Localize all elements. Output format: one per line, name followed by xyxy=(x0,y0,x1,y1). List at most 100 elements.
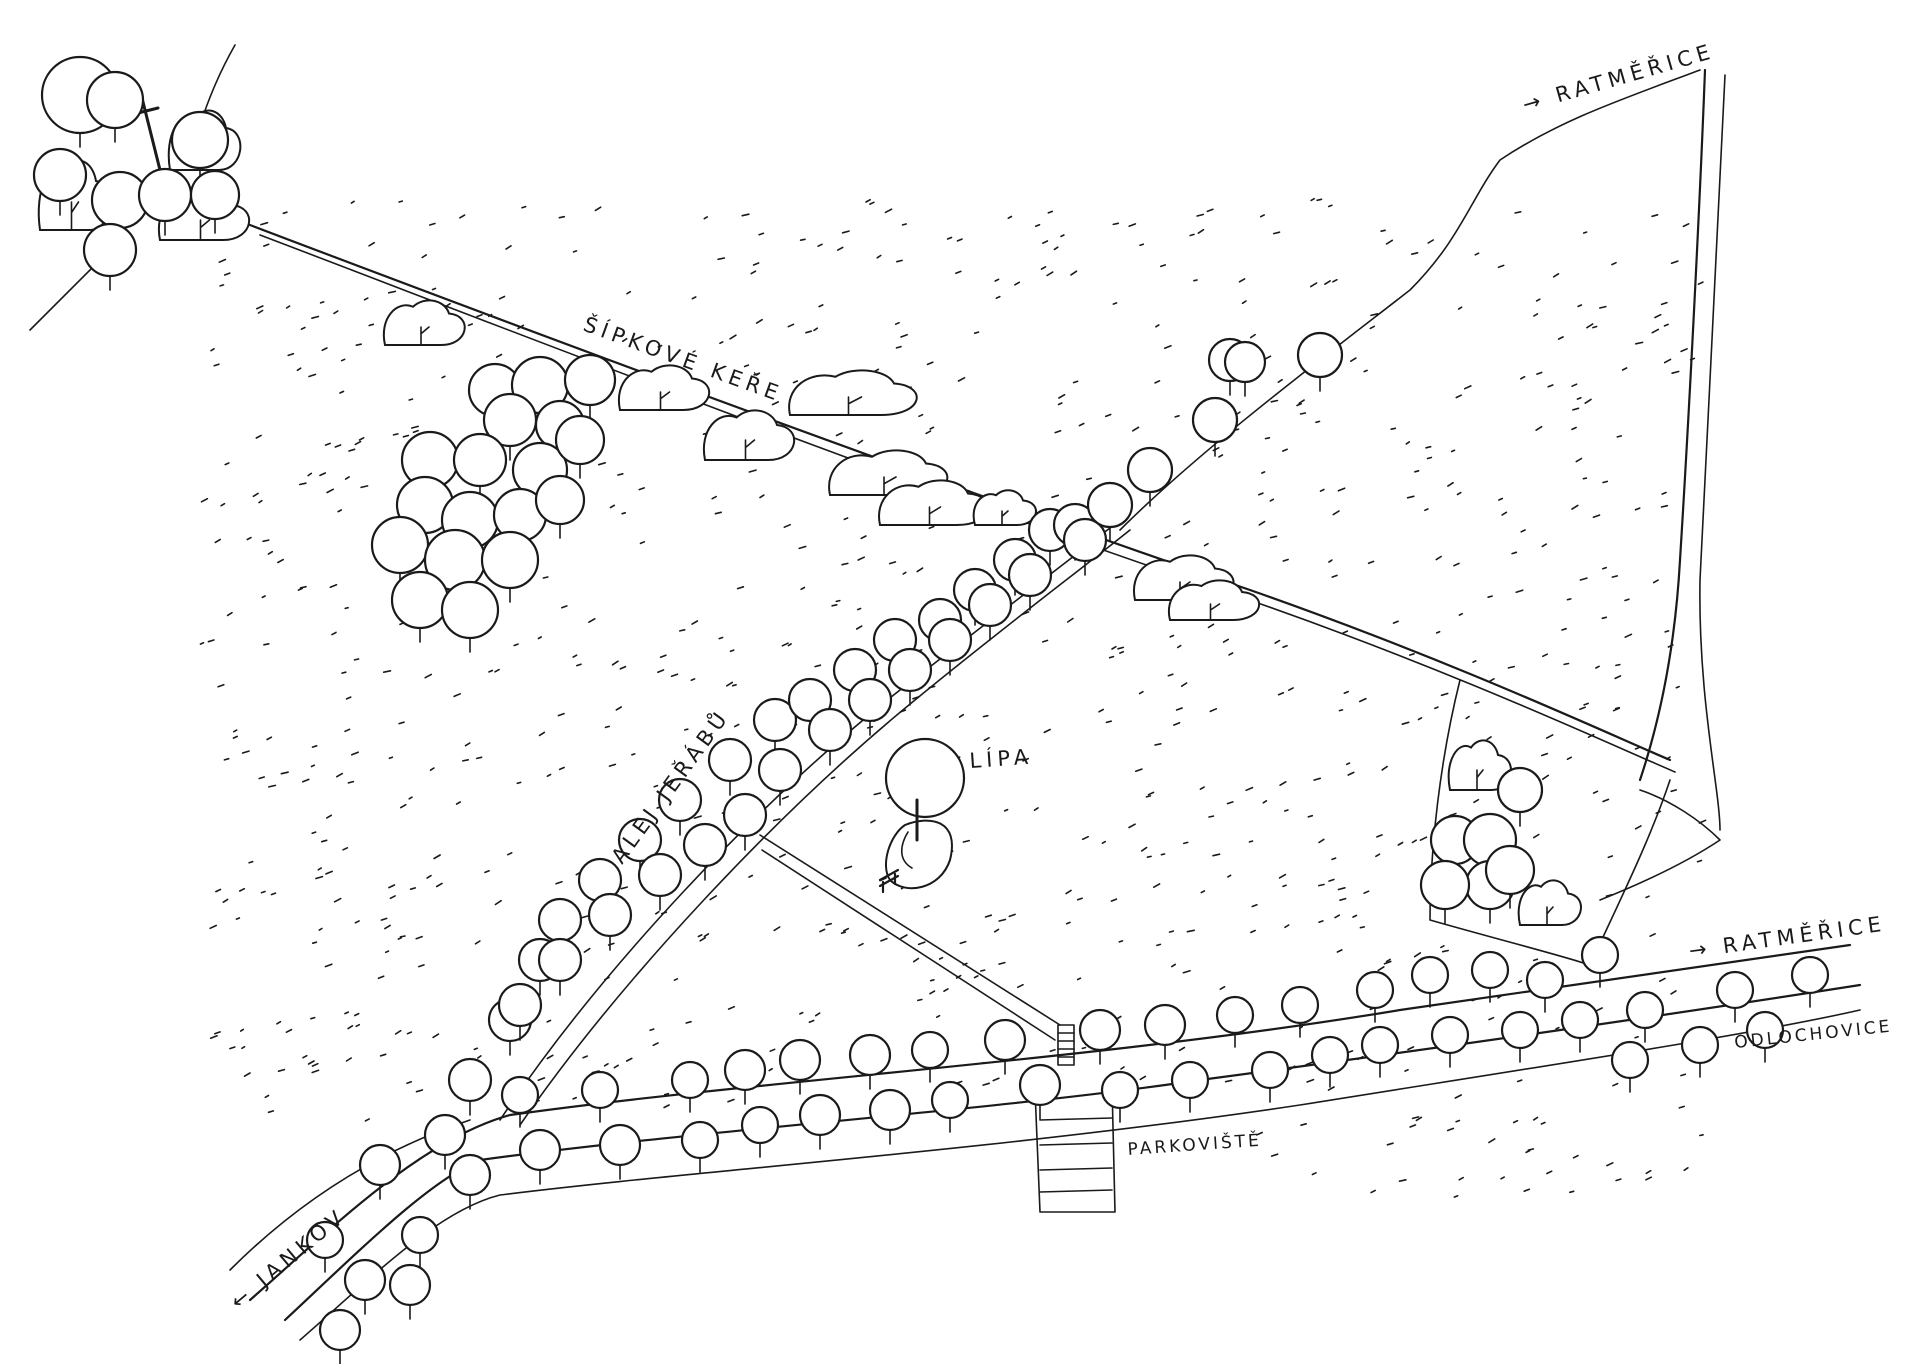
tree-icon xyxy=(580,1070,620,1123)
tree-icon xyxy=(1525,960,1565,1013)
tree-icon xyxy=(32,147,88,216)
shrub-icon xyxy=(1517,879,1582,926)
tree-icon xyxy=(798,1093,842,1150)
tree-icon xyxy=(1580,935,1620,988)
shrub-icon xyxy=(972,489,1037,526)
tree-icon xyxy=(1410,955,1450,1008)
tree-icon xyxy=(1062,517,1108,576)
tree-icon xyxy=(1296,331,1344,392)
shrub-icon xyxy=(382,299,466,346)
tree-icon xyxy=(910,1030,950,1083)
tree-icon xyxy=(967,582,1013,641)
tree-icon xyxy=(534,474,586,539)
rowan-alley-path-edge xyxy=(519,529,1131,1126)
tree-icon xyxy=(480,530,540,603)
tree-icon xyxy=(1007,552,1053,611)
tree-icon xyxy=(1500,1010,1540,1063)
tree-icon xyxy=(680,1120,720,1173)
tree-icon xyxy=(807,707,853,766)
label-ratmerice-top: → RATMĚŘICE xyxy=(1519,38,1717,117)
tree-icon xyxy=(887,647,933,706)
tree-icon xyxy=(752,697,798,756)
tree-icon xyxy=(1143,1003,1187,1060)
tree-icon xyxy=(868,1088,912,1145)
tree-icon xyxy=(370,515,430,588)
shrub-icon xyxy=(788,369,918,416)
tree-icon xyxy=(1419,859,1471,924)
label-jankov: ← JANKOV xyxy=(226,1203,351,1314)
shrub-icon xyxy=(617,364,710,411)
parking-lot-outline xyxy=(1034,1084,1116,1213)
tree-icon xyxy=(390,570,450,643)
tree-icon xyxy=(682,822,728,881)
tree-icon xyxy=(1610,1040,1650,1093)
tree-icon xyxy=(927,617,973,676)
tree-icon xyxy=(305,1220,345,1273)
steps-icon xyxy=(1057,1024,1075,1066)
tree-icon xyxy=(1078,1008,1122,1065)
tree-icon xyxy=(778,1038,822,1095)
tree-icon xyxy=(452,432,508,501)
tree-icon xyxy=(1280,985,1320,1038)
field-boundary-right-inner xyxy=(1699,74,1726,831)
tree-icon xyxy=(500,1075,540,1128)
tree-icon xyxy=(1086,481,1134,542)
tree-icon xyxy=(1625,990,1665,1043)
tree-icon xyxy=(1100,1070,1140,1123)
tree-icon xyxy=(554,414,606,479)
path-to-linden-edge xyxy=(761,849,1056,1041)
tree-icon xyxy=(1360,1025,1400,1078)
tree-group xyxy=(32,55,1830,1364)
shrub-icon xyxy=(702,409,795,461)
tree-icon xyxy=(598,1123,642,1180)
tree-icon xyxy=(757,747,803,806)
tree-icon xyxy=(497,982,543,1041)
tree-icon xyxy=(983,1018,1027,1075)
tree-icon xyxy=(448,1153,492,1210)
tree-icon xyxy=(1715,970,1755,1023)
tree-icon xyxy=(1170,1060,1210,1113)
tree-icon xyxy=(1430,1015,1470,1068)
label-lipa: LÍPA xyxy=(969,744,1034,773)
tree-icon xyxy=(388,1263,432,1320)
tree-icon xyxy=(318,1308,362,1364)
tree-icon xyxy=(1680,1025,1720,1078)
tree-icon xyxy=(1126,446,1174,507)
tree-icon xyxy=(1790,955,1830,1008)
label-parkoviste: PARKOVIŠTĚ xyxy=(1127,1129,1263,1160)
tree-icon xyxy=(1018,1063,1062,1120)
orchard-enclosure xyxy=(1429,679,1671,966)
tree-icon xyxy=(587,892,633,951)
tree-icon xyxy=(82,222,138,291)
tree-icon xyxy=(1191,396,1239,457)
parking-stalls xyxy=(1039,1117,1113,1193)
tree-icon xyxy=(343,1258,387,1315)
road-to-ratmerice-top xyxy=(1119,69,1701,531)
tree-icon xyxy=(423,1113,467,1170)
tree-icon xyxy=(170,110,230,183)
tree-icon xyxy=(440,580,500,653)
tree-icon xyxy=(537,937,583,996)
tree-icon xyxy=(1470,950,1510,1003)
tree-icon xyxy=(400,1215,440,1268)
tree-icon xyxy=(85,70,145,143)
tree-icon xyxy=(847,677,893,736)
map-labels: → RATMĚŘICE ŠÍPKOVÉ KEŘE ALEJ JEŘÁBŮ LÍP… xyxy=(226,38,1894,1314)
main-road-south-edge xyxy=(283,983,1862,1322)
tree-icon xyxy=(707,737,753,796)
path-to-linden xyxy=(759,834,1061,1026)
meadow-stipple xyxy=(199,197,1707,1198)
tree-icon xyxy=(1745,1010,1785,1063)
tree-icon xyxy=(657,777,703,836)
main-road-north-edge xyxy=(248,943,1852,1302)
upper-field-path-edge xyxy=(259,234,1676,773)
tree-icon xyxy=(189,169,241,234)
tree-icon xyxy=(670,1060,710,1113)
tree-icon xyxy=(723,1048,767,1105)
tree-icon xyxy=(1496,766,1544,827)
linden-tree-icon xyxy=(884,737,966,890)
field-boundary-right xyxy=(1638,68,1707,782)
tree-icon xyxy=(1223,340,1267,397)
tree-icon xyxy=(1560,1000,1600,1053)
